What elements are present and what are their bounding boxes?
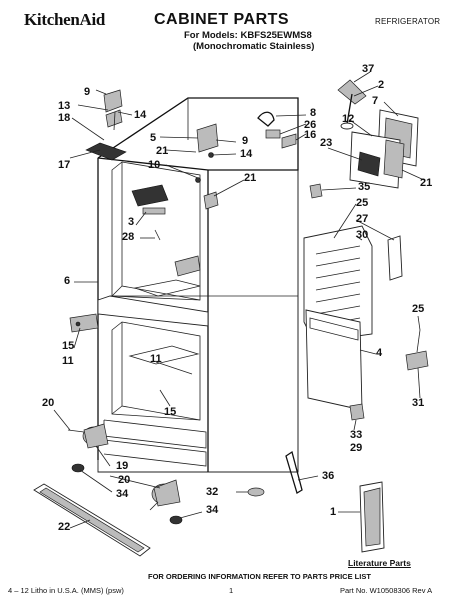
left-middle-hinge <box>69 313 99 333</box>
bottom-roller-assembly <box>67 423 183 525</box>
callout-11: 11 <box>150 353 162 365</box>
callout-3: 3 <box>128 216 135 228</box>
callout-34b: 34 <box>206 504 219 516</box>
upper-right-parts <box>257 79 419 189</box>
callout-14b: 14 <box>240 148 253 160</box>
callout-6: 6 <box>64 275 71 287</box>
callout-1: 1 <box>330 506 337 518</box>
fresh-food-fan-assembly <box>131 184 201 277</box>
lower-right-parts <box>305 309 429 421</box>
literature-parts-label: Literature Parts <box>348 558 411 568</box>
leader-lines <box>53 71 425 529</box>
callout-21: 21 <box>156 145 169 157</box>
callout-18: 18 <box>58 112 71 124</box>
callout-31: 31 <box>412 397 425 409</box>
callout-16: 16 <box>304 129 317 141</box>
callout-34: 34 <box>116 488 129 500</box>
callout-25: 25 <box>356 197 369 209</box>
callout-30: 30 <box>356 229 369 241</box>
callout-7: 7 <box>372 95 379 107</box>
callout-14: 14 <box>134 109 147 121</box>
callout-17: 17 <box>58 159 71 171</box>
callout-5: 5 <box>150 132 157 144</box>
models-line: For Models: KBFS25EWMS8 <box>184 30 312 41</box>
bottom-right-parts <box>247 450 385 553</box>
top-hinge-center <box>195 123 219 210</box>
callout-33: 33 <box>350 429 363 441</box>
callout-26: 26 <box>304 119 317 131</box>
callout-23: 23 <box>320 137 333 149</box>
page-number: 1 <box>229 586 234 595</box>
callout-22: 22 <box>58 521 71 533</box>
callout-15: 15 <box>62 340 75 352</box>
callout-2: 2 <box>378 79 385 91</box>
callout-27: 27 <box>356 213 369 225</box>
callout-20: 20 <box>42 397 55 409</box>
toe-grille <box>33 483 151 557</box>
category-label: REFRIGERATOR <box>375 17 441 26</box>
callout-21b: 21 <box>244 172 257 184</box>
callout-10: 10 <box>148 159 161 171</box>
callout-35: 35 <box>358 181 371 193</box>
callout-25b: 25 <box>412 303 425 315</box>
callout-4: 4 <box>376 347 383 359</box>
callout-15b: 15 <box>164 406 177 418</box>
litho-info: 4 – 12 Litho in U.S.A. (MMS) (psw) <box>8 586 124 595</box>
callout-32: 32 <box>206 486 219 498</box>
callout-9b: 9 <box>242 135 249 147</box>
cabinet-shell <box>97 97 299 473</box>
callout-12: 12 <box>342 113 355 125</box>
callout-20b: 20 <box>118 474 131 486</box>
callout-9: 9 <box>84 86 91 98</box>
part-number: Part No. W10508306 Rev A <box>340 586 433 595</box>
callout-36: 36 <box>322 470 335 482</box>
ordering-notice: FOR ORDERING INFORMATION REFER TO PARTS … <box>148 572 371 581</box>
callout-8: 8 <box>310 107 317 119</box>
diagram-title: CABINET PARTS <box>154 11 290 28</box>
callout-11b: 11 <box>62 355 74 367</box>
callout-13: 13 <box>58 100 71 112</box>
variant-line: (Monochromatic Stainless) <box>193 41 315 52</box>
brand-logo-text: KitchenAid <box>24 10 106 29</box>
callout-28: 28 <box>122 231 135 243</box>
callout-37: 37 <box>362 63 375 75</box>
callout-19: 19 <box>116 460 129 472</box>
callout-24: 21 <box>420 177 433 189</box>
callout-29: 29 <box>350 442 363 454</box>
top-hinge-left <box>85 89 127 161</box>
